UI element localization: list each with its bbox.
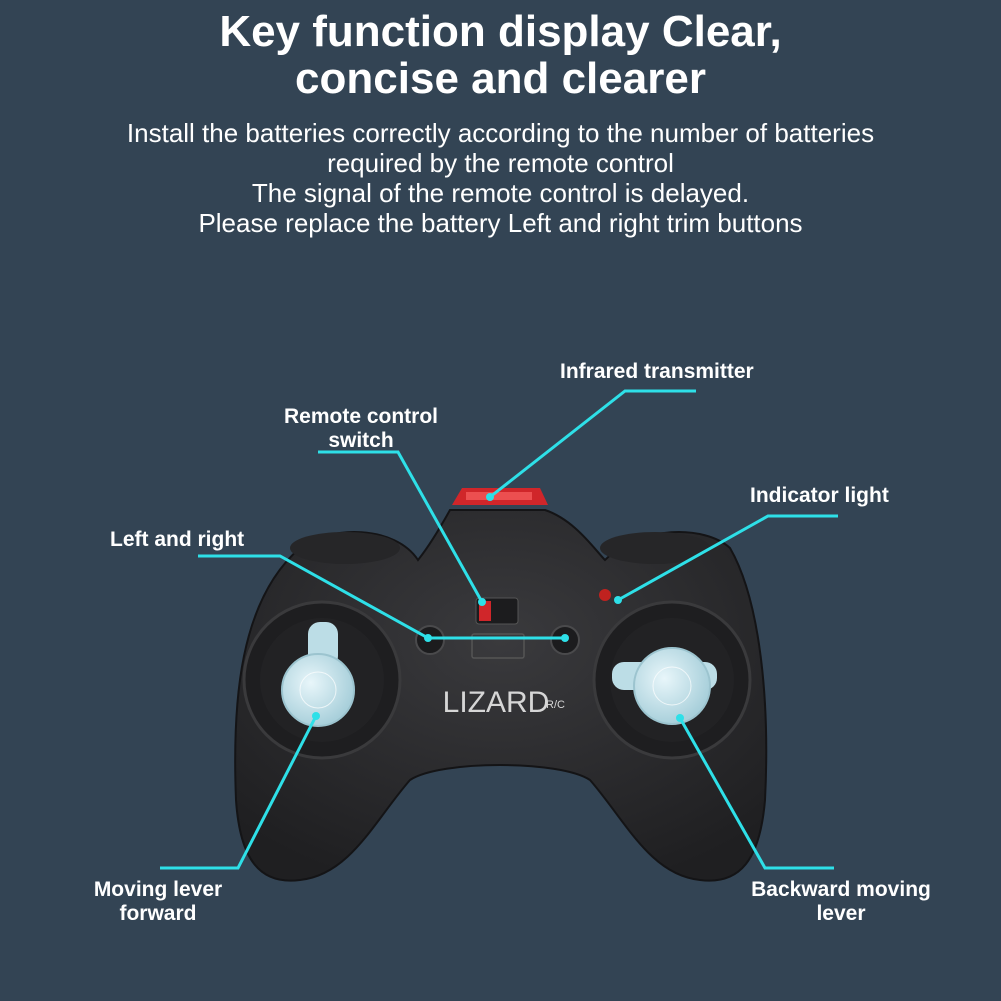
callout-lines [160,389,838,870]
description-line-1: Install the batteries correctly accordin… [126,118,875,148]
callout-switch [318,450,484,603]
brand-logo-suffix: R/C [546,699,565,711]
callout-forward [160,715,318,870]
callout-dots [312,493,684,722]
title-line-2: concise and clearer [295,54,706,103]
label-left-and-right: Left and right [110,528,245,551]
infrared-transmitter [452,488,548,505]
callout-infrared [489,389,696,499]
label-forward-line-2: forward [119,902,197,925]
right-stick[interactable] [592,600,752,760]
label-switch-line-2: switch [328,429,394,452]
controller-body [234,509,768,882]
page-title: Key function display Clear, concise and … [0,8,1001,102]
callout-indicator [617,514,838,602]
description-line-4: Please replace the battery Left and righ… [198,208,803,238]
label-indicator-light: Indicator light [750,484,889,507]
label-switch-line-1: Remote control [283,405,438,428]
brand-logo: LIZARD [443,686,550,719]
label-infrared-transmitter: Infrared transmitter [560,360,754,383]
label-backward-line-2: lever [816,902,866,925]
description-line-3: The signal of the remote control is dela… [251,178,750,208]
label-forward-line-1: Moving lever [93,878,223,901]
label-remote-control-switch: Remote control switch [272,405,450,453]
callout-left-right [198,554,429,640]
left-stick[interactable] [242,600,402,760]
description: Install the batteries correctly accordin… [0,118,1001,238]
battery-cover-outline [471,633,525,659]
title-line-1: Key function display Clear, [219,7,782,56]
description-line-2: required by the remote control [327,148,674,178]
label-backward-line-1: Backward moving [751,878,931,901]
callout-backward [678,717,834,870]
label-moving-lever-forward: Moving lever forward [80,878,236,926]
indicator-light [599,589,611,601]
label-backward-moving-lever: Backward moving lever [735,878,947,926]
